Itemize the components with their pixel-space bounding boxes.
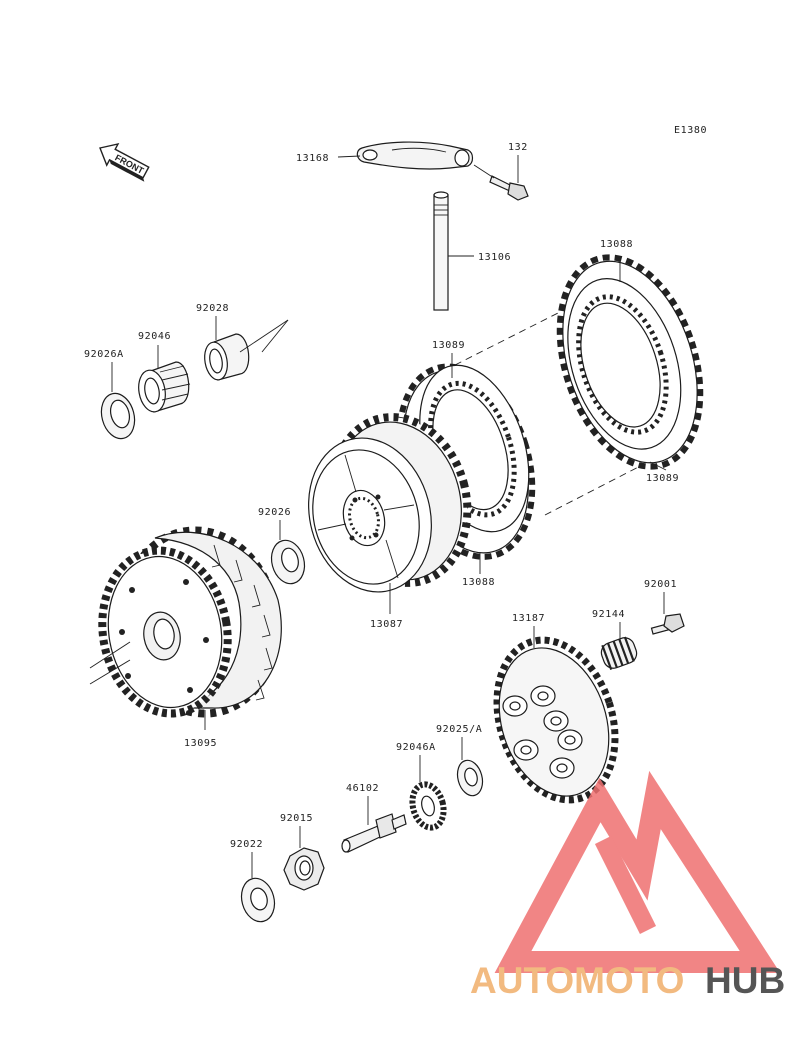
label-92022: 92022 bbox=[230, 839, 263, 850]
label-92015: 92015 bbox=[280, 813, 313, 824]
logo-text-part2: HUB bbox=[705, 960, 785, 1001]
washer-92025A bbox=[456, 759, 484, 797]
clutch-plates-rear bbox=[556, 254, 704, 470]
label-13087: 13087 bbox=[370, 619, 403, 630]
label-13187: 13187 bbox=[512, 613, 545, 624]
nut-92015 bbox=[283, 847, 325, 891]
label-92026A: 92026A bbox=[84, 349, 124, 360]
bushing-92028 bbox=[204, 333, 250, 381]
needle-bearing-92046 bbox=[138, 361, 191, 413]
bolt-92001 bbox=[650, 613, 685, 635]
label-92046A: 92046A bbox=[396, 742, 436, 753]
label-13088-top: 13088 bbox=[600, 239, 633, 250]
push-rod-13106 bbox=[433, 191, 449, 311]
bolt-132 bbox=[489, 175, 529, 201]
label-92028: 92028 bbox=[196, 303, 229, 314]
washer-92022 bbox=[240, 877, 276, 923]
washer-92026A bbox=[100, 392, 136, 440]
label-46102: 46102 bbox=[346, 783, 379, 794]
label-92046: 92046 bbox=[138, 331, 171, 342]
thrust-bearing-92046A bbox=[409, 781, 447, 831]
clutch-lever-arm bbox=[356, 141, 474, 170]
label-13088-bottom: 13088 bbox=[462, 577, 495, 588]
label-92026: 92026 bbox=[258, 507, 291, 518]
front-arrow-icon: FRONT bbox=[99, 142, 150, 182]
clutch-hub-13087 bbox=[308, 413, 472, 593]
pressure-plate-13187 bbox=[493, 636, 619, 804]
label-92144: 92144 bbox=[592, 609, 625, 620]
label-13089-top: 13089 bbox=[432, 340, 465, 351]
label-92001: 92001 bbox=[644, 579, 677, 590]
diagram-code: E1380 bbox=[674, 125, 707, 136]
washer-92026 bbox=[270, 539, 306, 585]
automotohub-logo: AUTOMOTO HUB bbox=[470, 770, 785, 1001]
label-13168: 13168 bbox=[296, 153, 329, 164]
label-13089-right: 13089 bbox=[646, 473, 679, 484]
label-13095: 13095 bbox=[184, 738, 217, 749]
logo-text-part1: AUTOMOTO bbox=[470, 960, 684, 1001]
label-13106: 13106 bbox=[478, 252, 511, 263]
spring-92144 bbox=[600, 636, 638, 671]
clutch-housing-13095 bbox=[98, 526, 282, 718]
label-132: 132 bbox=[508, 142, 528, 153]
pusher-46102 bbox=[341, 813, 407, 853]
label-92025A: 92025/A bbox=[436, 724, 482, 735]
